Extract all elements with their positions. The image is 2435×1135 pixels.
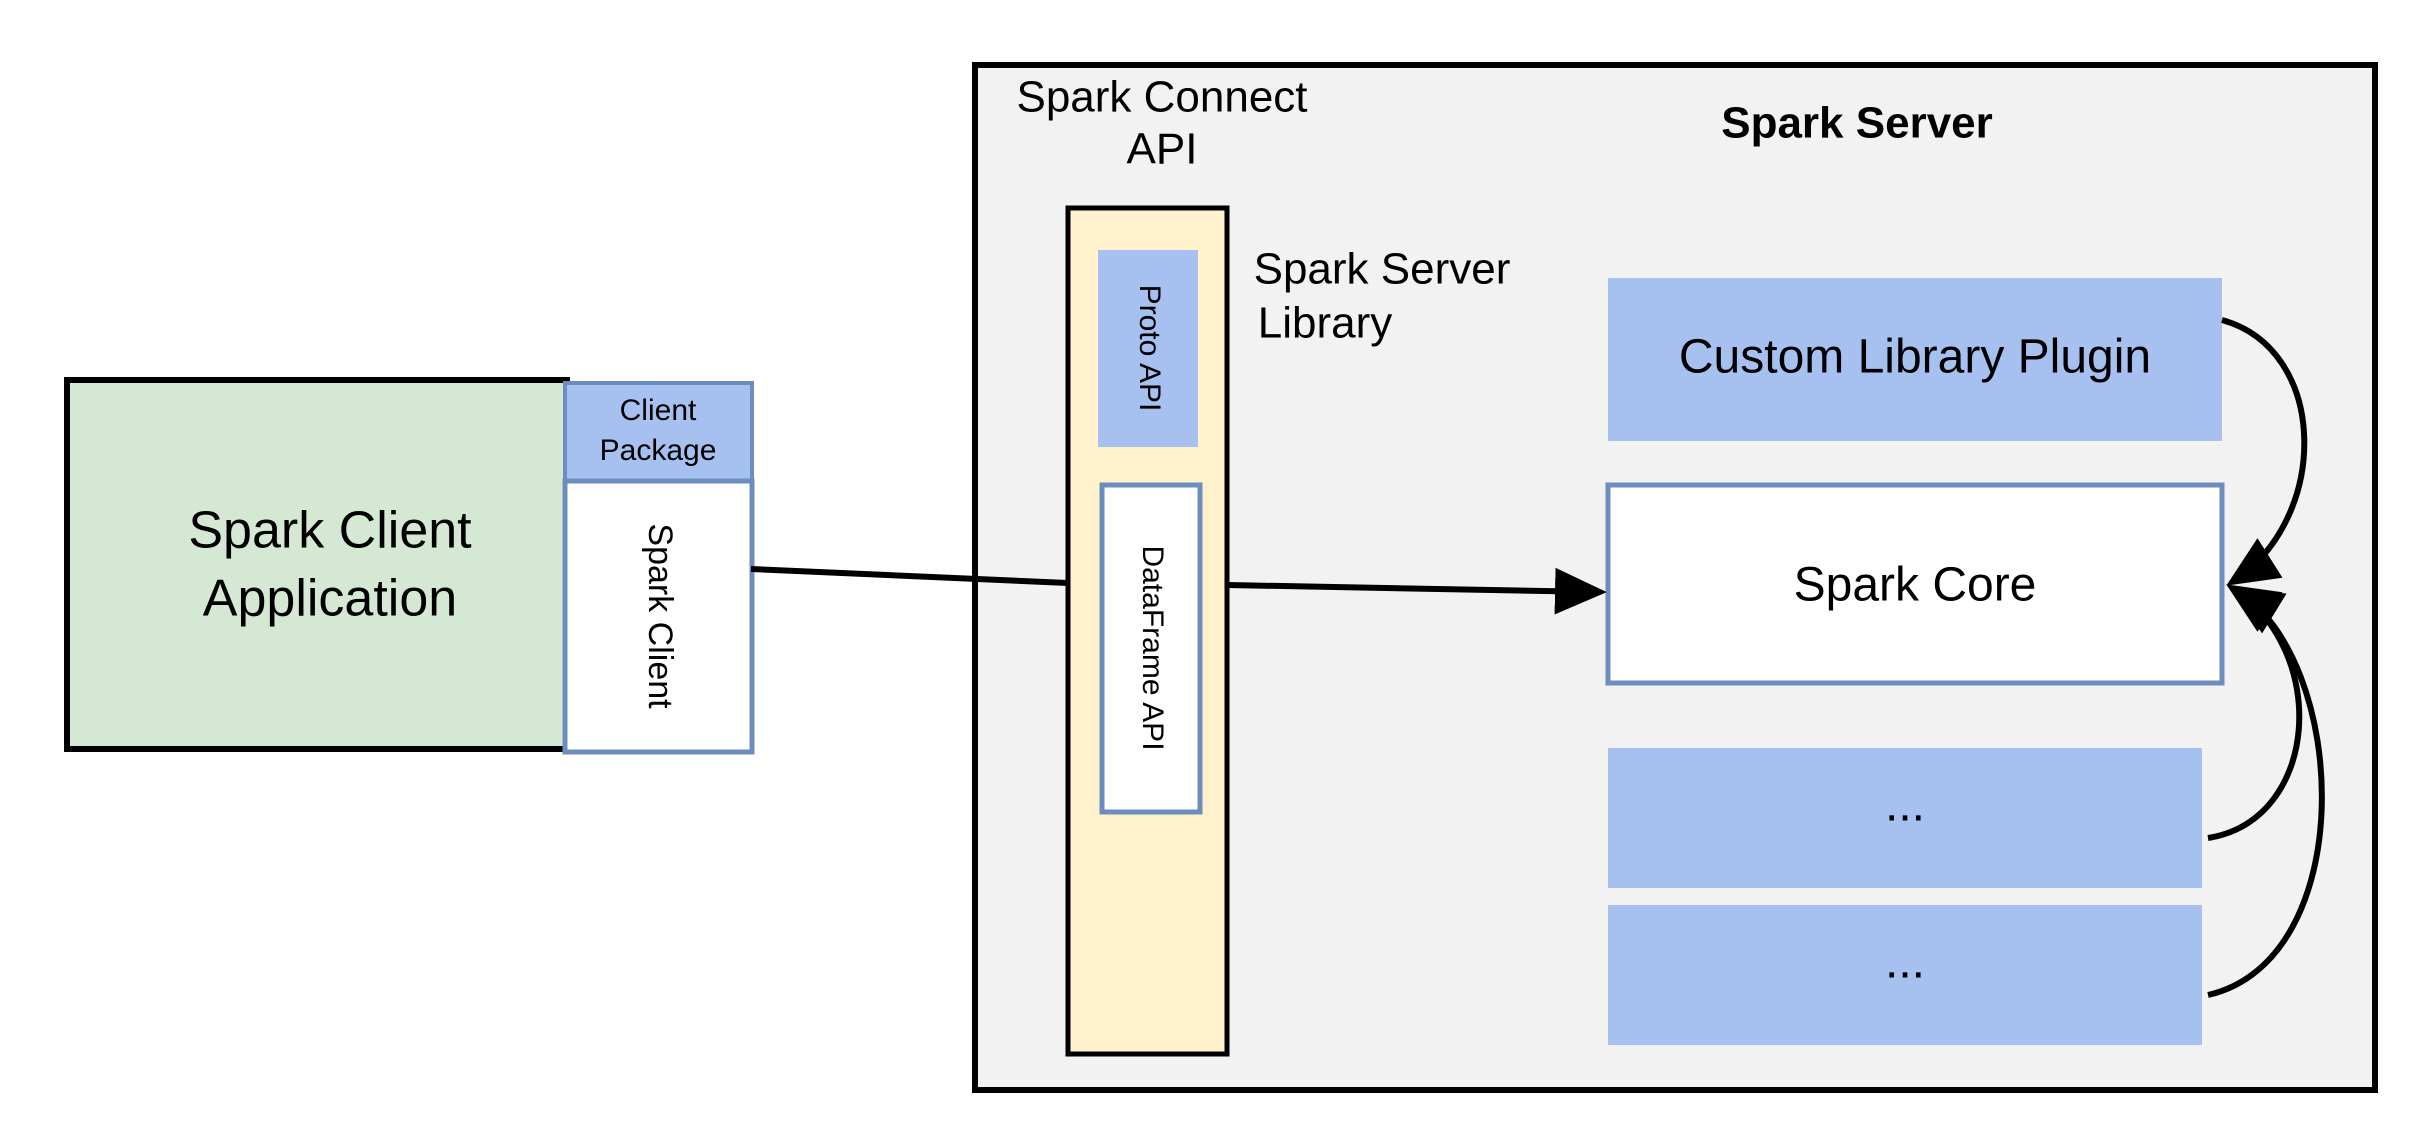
spark-server-library-label-line1: Spark Server bbox=[1254, 245, 1511, 294]
connector-client-to-library bbox=[750, 566, 1069, 586]
spark-server-library-label-line2: Library bbox=[1258, 299, 1393, 348]
connector-library-to-core bbox=[1226, 567, 1607, 615]
spark-client-application-label-line1: Spark Client bbox=[188, 502, 472, 560]
dataframe-api-box[interactable]: DataFrame API bbox=[1099, 482, 1203, 815]
spark-connect-api-label-line2: API bbox=[1127, 125, 1198, 174]
placeholder-one-box[interactable]: ... bbox=[1608, 748, 2202, 888]
spark-client-application-label-line2: Application bbox=[203, 570, 457, 628]
connector-plugin-to-core bbox=[2221, 317, 2308, 586]
placeholder-two-label: ... bbox=[1885, 936, 1925, 989]
spark-core-label: Spark Core bbox=[1794, 559, 2037, 612]
spark-connect-api-label-line1: Spark Connect bbox=[1016, 73, 1307, 122]
dataframe-api-label: DataFrame API bbox=[1136, 545, 1169, 750]
placeholder-two-box[interactable]: ... bbox=[1608, 905, 2202, 1045]
connector-dots2-to-core bbox=[2207, 586, 2325, 998]
spark-client-rect[interactable] bbox=[562, 478, 755, 755]
spark-client-box[interactable]: Spark Client bbox=[562, 478, 755, 755]
spark-core-box[interactable]: Spark Core bbox=[1605, 482, 2225, 686]
placeholder-one-rect[interactable] bbox=[1608, 748, 2202, 888]
proto-api-box[interactable]: Proto API bbox=[1098, 250, 1198, 447]
placeholder-two-rect[interactable] bbox=[1608, 905, 2202, 1045]
client-package-label-line2: Package bbox=[600, 434, 717, 467]
spark-server-title: Spark Server bbox=[1721, 99, 1993, 148]
custom-library-plugin-rect[interactable] bbox=[1608, 278, 2222, 441]
client-package-label-line1: Client bbox=[620, 394, 697, 427]
client-package-box[interactable]: Client Package bbox=[563, 381, 754, 485]
spark-client-label: Spark Client bbox=[641, 523, 679, 709]
spark-core-rect[interactable] bbox=[1605, 482, 2225, 686]
spark-client-application-box[interactable]: Spark Client Application bbox=[64, 377, 570, 752]
dataframe-api-rect[interactable] bbox=[1099, 482, 1203, 815]
proto-api-rect[interactable] bbox=[1098, 250, 1198, 447]
placeholder-one-label: ... bbox=[1885, 779, 1925, 832]
client-package-rect[interactable] bbox=[563, 381, 754, 485]
custom-library-plugin-label: Custom Library Plugin bbox=[1679, 331, 2151, 384]
custom-library-plugin-box[interactable]: Custom Library Plugin bbox=[1608, 278, 2222, 441]
spark-client-application-rect[interactable] bbox=[64, 377, 570, 752]
proto-api-label: Proto API bbox=[1133, 285, 1166, 412]
